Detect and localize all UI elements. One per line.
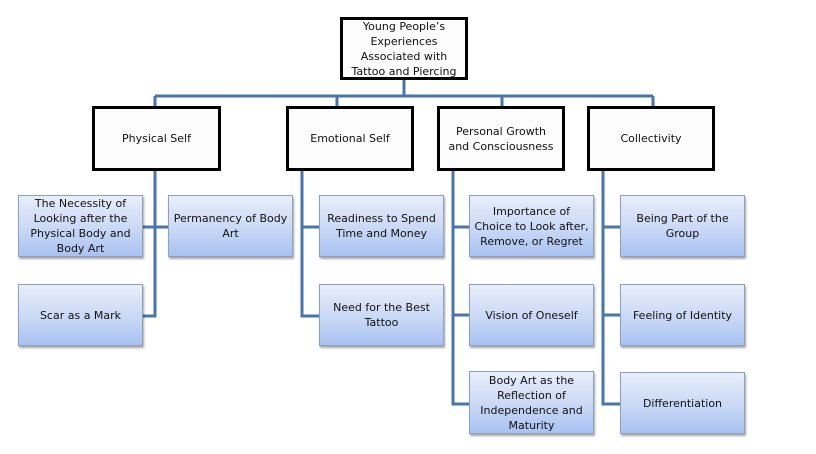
node-scar-as-a-mark: Scar as a Mark (18, 284, 143, 346)
node-vision-of-oneself: Vision of Oneself (469, 284, 594, 346)
node-label: Need for the Best Tattoo (333, 301, 430, 329)
node-label: Differentiation (642, 396, 723, 410)
node-feeling-of-identity: Feeling of Identity (620, 284, 745, 346)
node-label: Feeling of Identity (632, 308, 733, 322)
personal-growth-trunk (451, 170, 469, 406)
node-label: Body Art as the Reflection of Independen… (480, 373, 583, 432)
emotional-self-trunk (300, 170, 319, 318)
node-need-for-best-tattoo: Need for the Best Tattoo (319, 284, 444, 346)
category-label: Collectivity (620, 132, 682, 145)
category-physical-self: Physical Self (92, 106, 221, 171)
category-personal-growth: Personal Growth and Consciousness (437, 106, 565, 171)
category-collectivity: Collectivity (587, 106, 715, 171)
category-label: Personal Growth and Consciousness (448, 124, 554, 153)
node-label: The Necessity of Looking after the Physi… (30, 197, 131, 255)
node-necessity-of-looking-after: The Necessity of Looking after the Physi… (18, 195, 143, 257)
node-differentiation: Differentiation (620, 372, 745, 434)
node-importance-of-choice: Importance of Choice to Look after, Remo… (469, 195, 594, 257)
node-label: Vision of Oneself (485, 308, 578, 322)
node-label: Importance of Choice to Look after, Remo… (474, 204, 589, 248)
physical-self-trunk (143, 170, 157, 318)
node-body-art-reflection: Body Art as the Reflection of Independen… (469, 371, 594, 434)
root-label: Young People’s Experiences Associated wi… (351, 19, 457, 78)
node-permanency-of-body-art: Permanency of Body Art (168, 195, 293, 257)
root-node: Young People’s Experiences Associated wi… (340, 17, 468, 80)
category-label: Emotional Self (310, 132, 390, 145)
node-label: Readiness to Spend Time and Money (327, 212, 436, 240)
node-readiness-to-spend: Readiness to Spend Time and Money (319, 195, 444, 257)
node-label: Being Part of the Group (636, 212, 729, 240)
category-emotional-self: Emotional Self (286, 106, 414, 171)
category-label: Physical Self (122, 132, 191, 145)
node-label: Scar as a Mark (39, 308, 122, 322)
collectivity-trunk (601, 170, 620, 406)
node-being-part-of-group: Being Part of the Group (620, 195, 745, 257)
node-label: Permanency of Body Art (173, 212, 288, 240)
